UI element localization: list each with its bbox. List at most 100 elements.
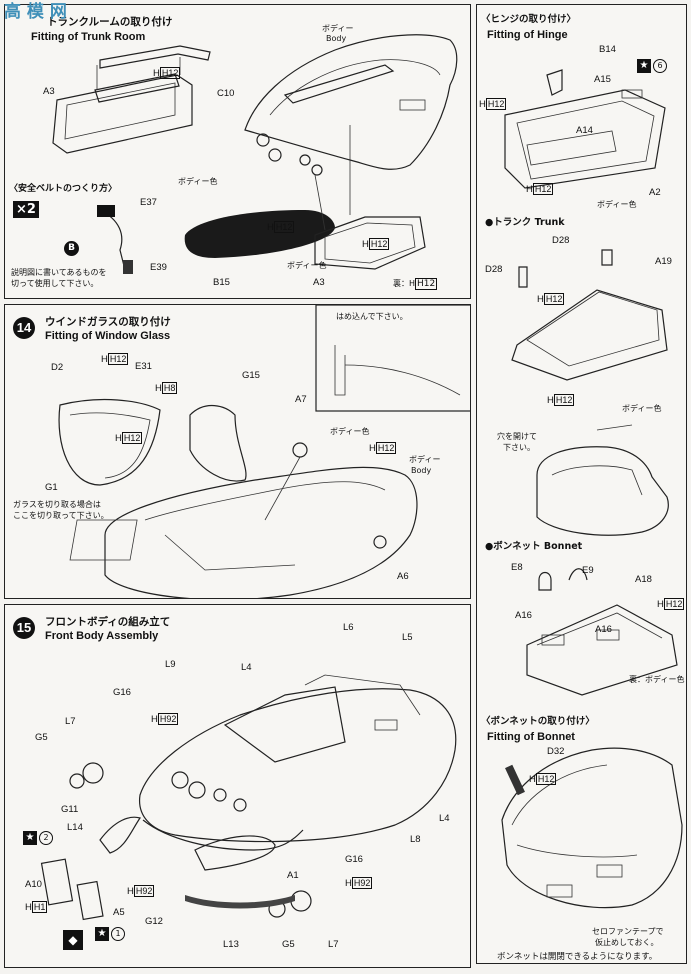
b-badge: B bbox=[64, 241, 79, 256]
label-g5: G5 bbox=[35, 732, 48, 743]
trunk-body-en: Body bbox=[326, 34, 347, 43]
label-g16: G16 bbox=[113, 687, 131, 698]
label-g11: G11 bbox=[61, 804, 79, 815]
panel-trunk-room: トランクルームの取り付け Fitting of Trunk Room ボディー … bbox=[4, 4, 471, 299]
hinge-title-jp: 〈ヒンジの取り付け〉 bbox=[481, 14, 577, 25]
trunk-body-jp: ボディー bbox=[322, 24, 354, 33]
label-b14: B14 bbox=[599, 44, 616, 55]
label-d28: D28 bbox=[552, 235, 570, 246]
label-l13: L13 bbox=[223, 939, 239, 950]
hinge-drawing bbox=[501, 69, 683, 909]
x2-badge: ×2 bbox=[13, 201, 39, 218]
label-l6: L6 bbox=[343, 622, 354, 633]
label-l4: L4 bbox=[439, 813, 450, 824]
label-a16: A16 bbox=[595, 624, 612, 635]
label-a1: A1 bbox=[287, 870, 299, 881]
belt-title: 〈安全ベルトのつくり方〉 bbox=[9, 184, 118, 194]
label-e39: E39 bbox=[150, 262, 167, 273]
tape-note-2: 仮止めしておく。 bbox=[595, 938, 659, 947]
star-badge: ★2 bbox=[23, 827, 53, 845]
label-l8: L8 bbox=[410, 834, 421, 845]
label-c10: C10 bbox=[217, 88, 235, 99]
hole-note-1: 穴を開けて bbox=[497, 432, 537, 441]
label-bodycolor: ボディー色 bbox=[287, 261, 327, 270]
label-g1: G1 bbox=[45, 482, 58, 493]
label-b15: B15 bbox=[213, 277, 230, 288]
bonnet-inner-color: 裏：ボディー色 bbox=[629, 675, 685, 684]
label-a14: A14 bbox=[576, 125, 593, 136]
window-body-en: Body bbox=[411, 466, 432, 475]
label-e31: E31 bbox=[135, 361, 152, 372]
front-title-en: Front Body Assembly bbox=[45, 630, 159, 642]
star-badge: ★1 bbox=[95, 923, 125, 941]
front-title-jp: フロントボディの組み立て bbox=[45, 616, 171, 628]
label-d32: D32 bbox=[547, 746, 565, 757]
label-l9: L9 bbox=[165, 659, 176, 670]
window-body-jp: ボディー bbox=[409, 455, 441, 464]
label-a18: A18 bbox=[635, 574, 652, 585]
cut-note-2: ここを切り取って下さい。 bbox=[13, 511, 109, 520]
fit-bonnet-title-en: Fitting of Bonnet bbox=[487, 731, 575, 743]
watermark: 高 模 网 bbox=[4, 2, 67, 22]
label-l5: L5 bbox=[402, 632, 413, 643]
label-a3: A3 bbox=[313, 277, 325, 288]
trunk-part-title: ●トランク Trunk bbox=[485, 217, 565, 228]
label-a2: A2 bbox=[649, 187, 661, 198]
window-title-jp: ウインドガラスの取り付け bbox=[45, 316, 171, 328]
hole-note-2: 下さい。 bbox=[503, 443, 535, 452]
label-g15: G15 bbox=[242, 370, 260, 381]
label-l7: L7 bbox=[328, 939, 339, 950]
label-e8: E8 bbox=[511, 562, 523, 573]
label-a7: A7 bbox=[295, 394, 307, 405]
label-a5: A5 bbox=[113, 907, 125, 918]
panel-front-body: 15 フロントボディの組み立て Front Body Assembly L6 L… bbox=[4, 604, 471, 968]
star-badge: ★6 bbox=[637, 55, 667, 73]
trunk-title-en: Fitting of Trunk Room bbox=[31, 31, 146, 43]
tape-note-1: セロファンテープで bbox=[592, 927, 664, 936]
label-bodycolor: ボディー色 bbox=[622, 404, 662, 413]
step-number: 15 bbox=[13, 617, 35, 639]
label-a6: A6 bbox=[397, 571, 409, 582]
inset-note: はめ込んで下さい。 bbox=[336, 312, 408, 321]
label-d2: D2 bbox=[51, 362, 64, 373]
label-g5: G5 bbox=[282, 939, 295, 950]
fit-bonnet-title-jp: 〈ボンネットの取り付け〉 bbox=[481, 716, 595, 727]
label-e37: E37 bbox=[140, 197, 157, 208]
label-e9: E9 bbox=[582, 565, 594, 576]
label-a15: A15 bbox=[594, 74, 611, 85]
bonnet-footer: ボンネットは開閉できるようになります。 bbox=[497, 952, 658, 962]
panel-hinge: 〈ヒンジの取り付け〉 Fitting of Hinge B14 ★6 A15 H… bbox=[476, 4, 687, 964]
label-a19: A19 bbox=[655, 256, 672, 267]
label-l14: L14 bbox=[67, 822, 83, 833]
hinge-title-en: Fitting of Hinge bbox=[487, 29, 568, 41]
front-body-drawing bbox=[40, 674, 457, 921]
trunk-title-jp: トランクルームの取り付け bbox=[47, 16, 173, 28]
label-a10: A10 bbox=[25, 879, 42, 890]
label-g12: G12 bbox=[145, 916, 163, 927]
label-a16: A16 bbox=[515, 610, 532, 621]
cut-note-1: ガラスを切り取る場合は bbox=[13, 500, 101, 509]
label-bodycolor: ボディー色 bbox=[178, 177, 218, 186]
label-bodycolor: ボディー色 bbox=[597, 200, 637, 209]
label-g16: G16 bbox=[345, 854, 363, 865]
label-l4: L4 bbox=[241, 662, 252, 673]
label-bodycolor: ボディー色 bbox=[330, 427, 370, 436]
bonnet-title: ●ボンネット Bonnet bbox=[485, 541, 583, 552]
